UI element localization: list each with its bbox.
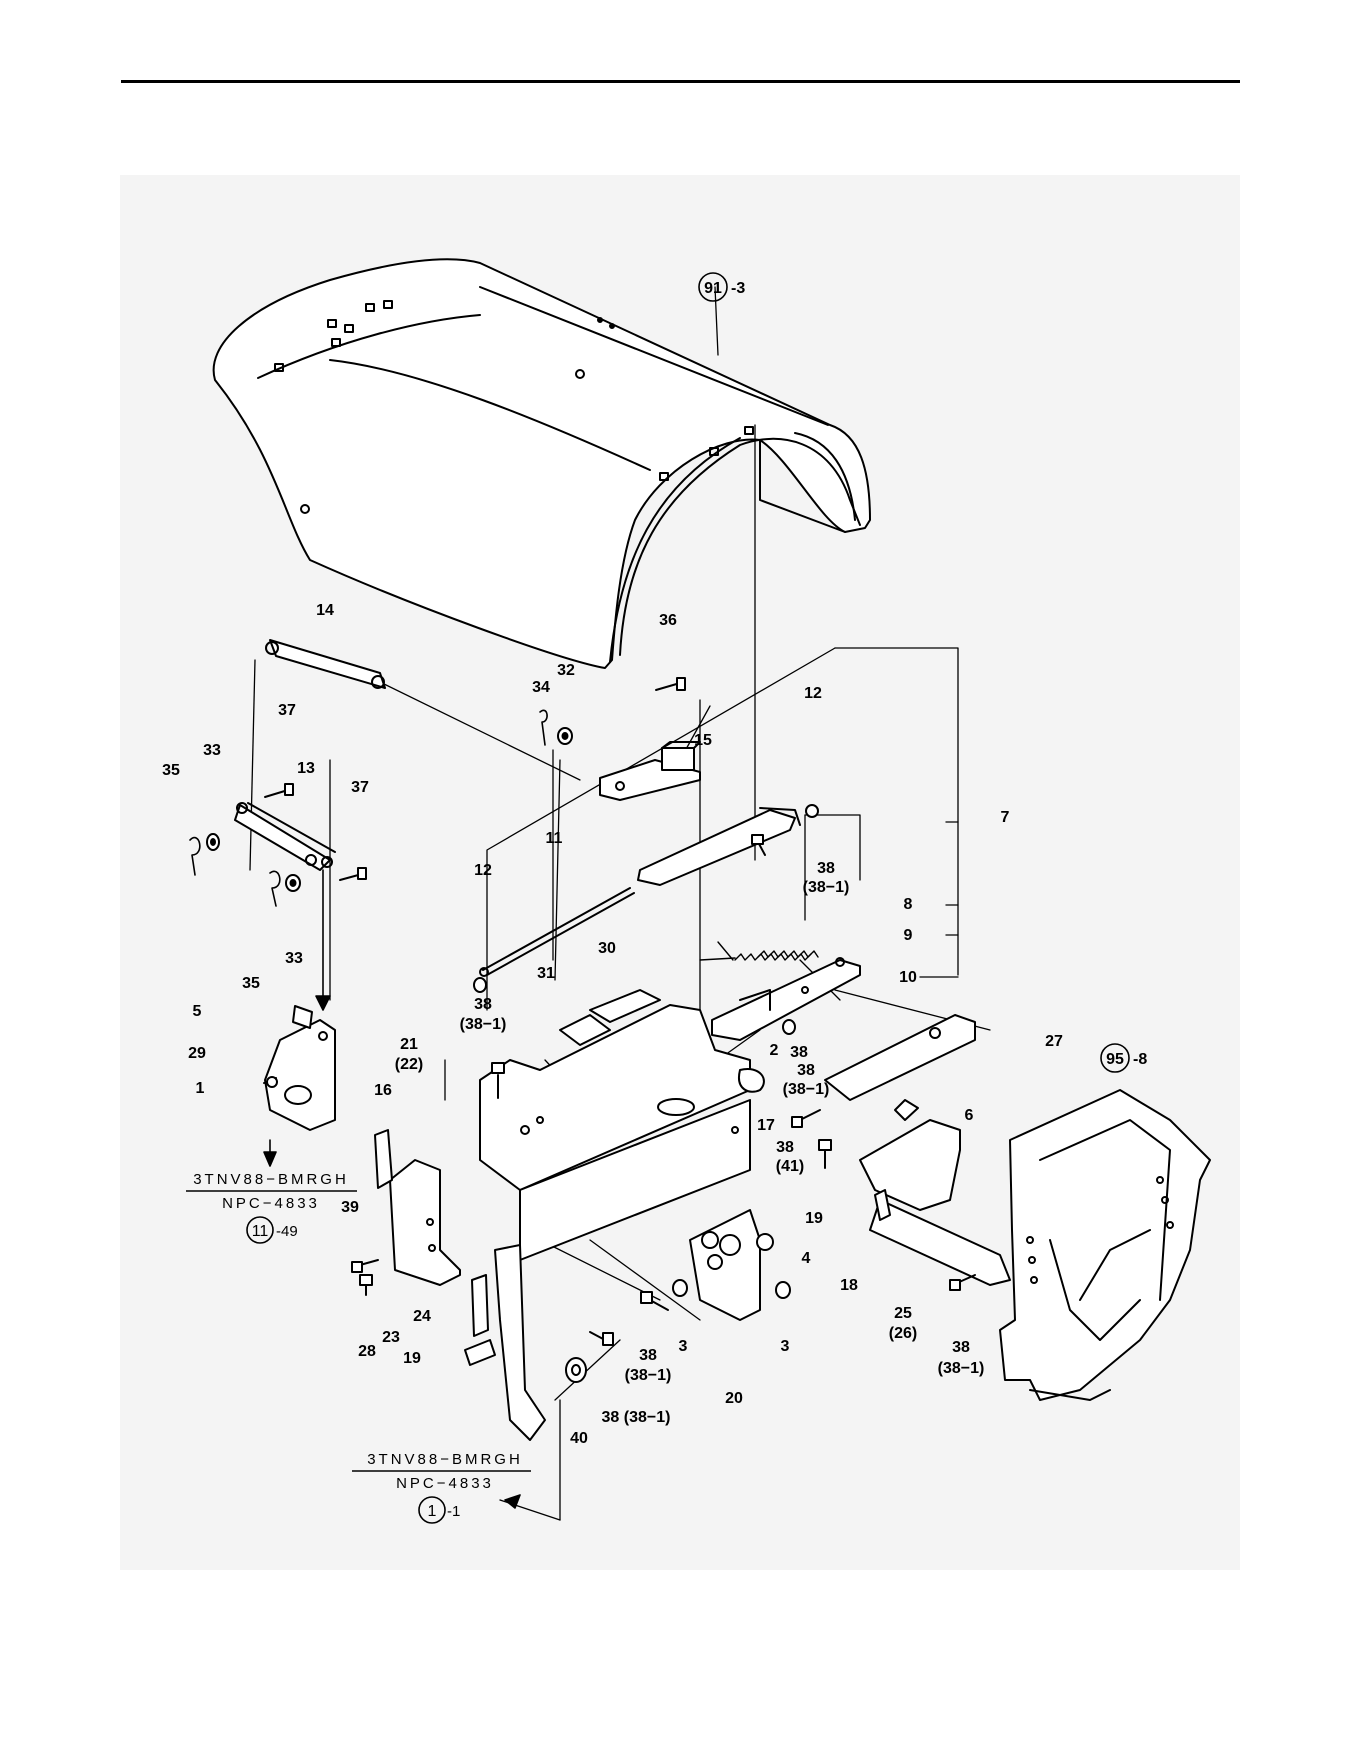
ref2-code: NPC−4833 (396, 1475, 494, 1492)
label-34: 34 (532, 679, 550, 696)
label-33-upper: 33 (203, 742, 221, 759)
label-38-f-sub: (38−1) (625, 1367, 672, 1384)
support-arm-25 (825, 1015, 1010, 1285)
washer-2 (783, 1020, 795, 1034)
label-23: 23 (382, 1329, 400, 1346)
label-41: (41) (776, 1158, 804, 1175)
bonnet-hood (214, 259, 870, 668)
label-40: 40 (570, 1430, 588, 1447)
clips-35 (190, 838, 280, 906)
ref2-model: 3TNV88−BMRGH (367, 1451, 523, 1468)
label-24: 24 (413, 1308, 431, 1325)
link-arm-14 (266, 640, 385, 688)
svg-text:-1: -1 (447, 1503, 460, 1520)
label-39: 39 (341, 1199, 359, 1216)
label-16: 16 (374, 1082, 392, 1099)
label-19-lower: 19 (403, 1350, 421, 1367)
label-25: 25 (894, 1305, 912, 1322)
springs-8-9 (700, 942, 818, 960)
label-5: 5 (193, 1003, 202, 1020)
label-38-b-sub: (38−1) (460, 1016, 507, 1033)
upper-support-frame (540, 678, 818, 885)
bracket-20 (690, 1210, 760, 1320)
label-1: 1 (196, 1080, 205, 1097)
svg-text:11: 11 (252, 1223, 269, 1240)
label-38-h: 38 (38−1) (602, 1409, 671, 1426)
label-14: 14 (316, 602, 334, 619)
svg-text:-3: -3 (731, 280, 745, 297)
label-33-lower: 33 (285, 950, 303, 967)
label-10: 10 (899, 969, 917, 986)
label-15: 15 (694, 732, 712, 749)
label-19-upper: 19 (805, 1210, 823, 1227)
label-12-lower: 12 (474, 862, 492, 879)
label-13: 13 (297, 760, 315, 777)
label-2: 2 (770, 1042, 779, 1059)
label-18: 18 (840, 1277, 858, 1294)
label-12-upper: 12 (804, 685, 822, 702)
label-27: 27 (1045, 1033, 1063, 1050)
label-6: 6 (965, 1107, 974, 1124)
ref1-model: 3TNV88−BMRGH (193, 1171, 349, 1188)
washer-12 (474, 978, 486, 992)
label-32: 32 (557, 662, 575, 679)
svg-text:1: 1 (428, 1503, 437, 1520)
label-29: 29 (188, 1045, 206, 1062)
label-38-g-sub: (38−1) (938, 1360, 985, 1377)
label-38-c: 38 (790, 1044, 808, 1061)
label-9: 9 (904, 927, 913, 944)
label-38-d-sub: (38−1) (783, 1081, 830, 1098)
label-7: 7 (1001, 809, 1010, 826)
label-38-a-sub: (38−1) (803, 879, 850, 896)
bracket-29 (264, 1006, 335, 1130)
label-8: 8 (904, 896, 913, 913)
svg-text:-49: -49 (276, 1223, 298, 1240)
svg-text:-8: -8 (1133, 1051, 1147, 1068)
label-37-upper: 37 (278, 702, 296, 719)
label-20: 20 (725, 1390, 743, 1407)
label-22: (22) (395, 1056, 423, 1073)
svg-text:91: 91 (704, 280, 722, 297)
svg-text:95: 95 (1106, 1051, 1124, 1068)
label-3-right: 3 (781, 1338, 790, 1355)
label-4: 4 (802, 1250, 811, 1267)
reference-block-2: 3TNV88−BMRGH NPC−4833 1 -1 (352, 1451, 531, 1523)
label-17: 17 (757, 1117, 775, 1134)
label-21: 21 (400, 1036, 418, 1053)
lower-duct (465, 1245, 545, 1440)
label-30: 30 (598, 940, 616, 957)
radiator-cradle (1000, 1090, 1210, 1400)
label-37-lower: 37 (351, 779, 369, 796)
label-35-upper: 35 (162, 762, 180, 779)
side-bracket-21 (375, 1130, 460, 1285)
label-38-b: 38 (474, 996, 492, 1013)
label-35-lower: 35 (242, 975, 260, 992)
callout-91: 91 -3 (699, 273, 745, 301)
label-38-e: 38 (776, 1139, 794, 1156)
ref1-code: NPC−4833 (222, 1195, 320, 1212)
label-11: 11 (546, 830, 563, 847)
label-38-a: 38 (817, 860, 835, 877)
label-38-g: 38 (952, 1339, 970, 1356)
label-3-left: 3 (679, 1338, 688, 1355)
label-26: (26) (889, 1325, 917, 1342)
callout-95: 95 -8 (1101, 1044, 1147, 1072)
label-28: 28 (358, 1343, 376, 1360)
reference-block-1: 3TNV88−BMRGH NPC−4833 11 -49 (186, 1171, 357, 1243)
label-31: 31 (537, 965, 555, 982)
label-36: 36 (659, 612, 677, 629)
label-38-f: 38 (639, 1347, 657, 1364)
label-38-d: 38 (797, 1062, 815, 1079)
